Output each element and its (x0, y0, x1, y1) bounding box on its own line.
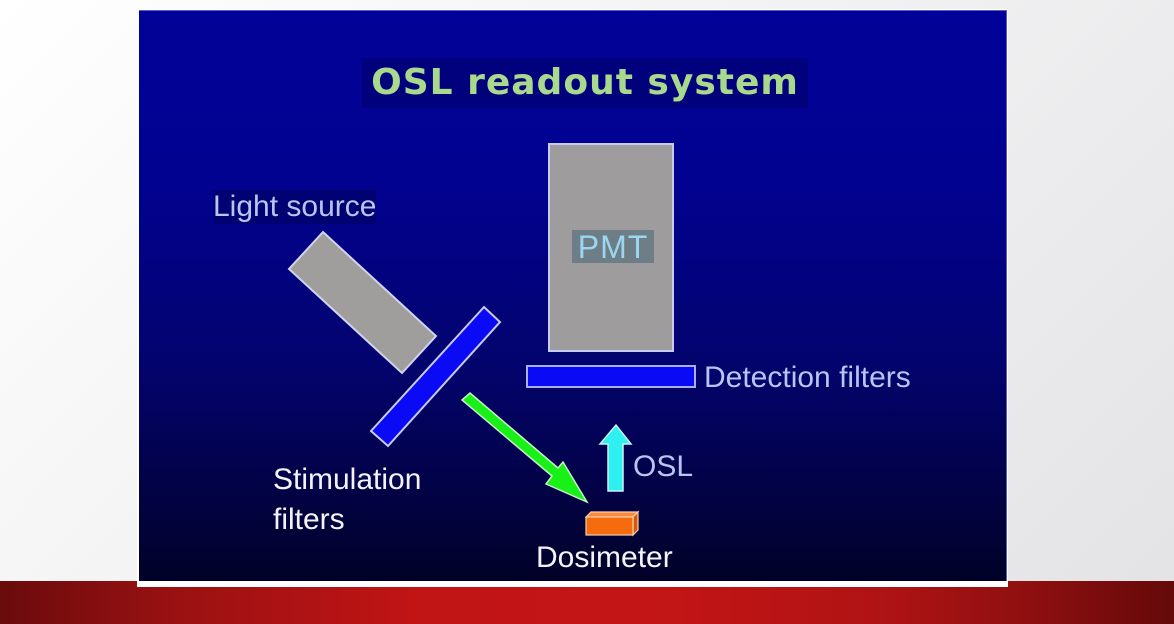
slide-title: OSL readout system (362, 58, 808, 108)
stimulation-filters-label-line2: filters (273, 503, 345, 536)
osl-emission-arrow (598, 423, 633, 492)
light-source-label: Light source (213, 190, 377, 224)
osl-label: OSL (633, 450, 694, 483)
detection-filter (526, 365, 696, 388)
presentation-footer-band (0, 581, 1174, 624)
stimulation-filter (369, 305, 502, 448)
dosimeter-block (584, 510, 640, 537)
detection-filters-label: Detection filters (704, 361, 911, 394)
light-source-block (287, 230, 438, 375)
dosimeter-label: Dosimeter (536, 541, 673, 574)
pmt-label: PMT (572, 230, 654, 264)
stimulation-filters-label-line1: Stimulation (273, 463, 422, 496)
stimulation-light-arrow (460, 392, 589, 504)
stimulation-filters-label: Stimulation filters (273, 463, 421, 537)
